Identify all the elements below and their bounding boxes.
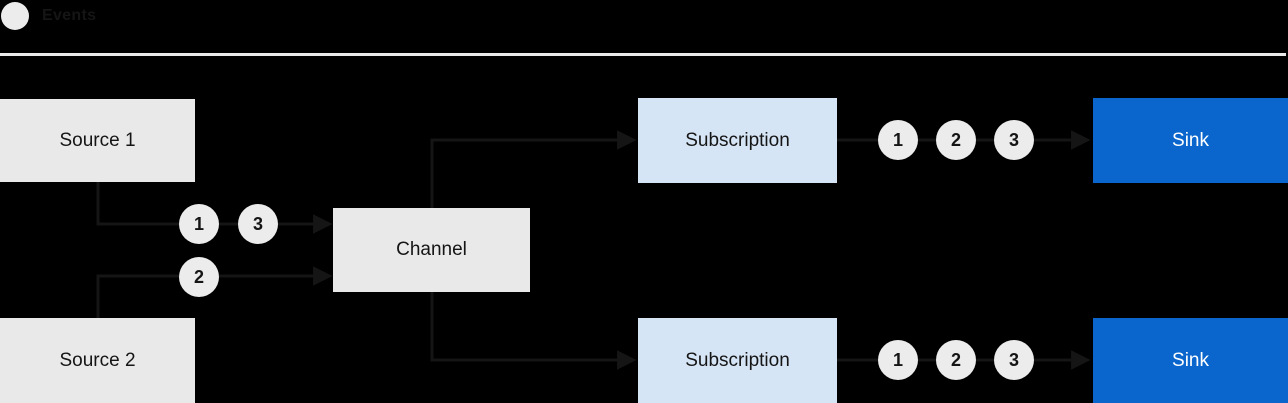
- event-badge: 3: [238, 204, 278, 244]
- node-sink1: Sink: [1093, 98, 1288, 183]
- event-badge: 3: [994, 340, 1034, 380]
- node-source2: Source 2: [0, 318, 195, 403]
- node-channel: Channel: [333, 208, 530, 292]
- node-sink2: Sink: [1093, 318, 1288, 403]
- node-subscription2: Subscription: [638, 318, 837, 403]
- legend-label: Events: [42, 7, 97, 24]
- event-badge: 1: [878, 340, 918, 380]
- legend-divider: [0, 53, 1286, 56]
- event-badge: 2: [179, 257, 219, 297]
- arrow-channel-to-subscription2: [430, 292, 637, 370]
- event-badge: 2: [936, 120, 976, 160]
- arrow-source2-to-channel: [96, 266, 333, 318]
- event-badge: 1: [179, 204, 219, 244]
- event-badge: 3: [994, 120, 1034, 160]
- event-circle-icon: [1, 2, 29, 30]
- arrow-channel-to-subscription1: [430, 130, 637, 208]
- node-source1: Source 1: [0, 99, 195, 182]
- event-badge: 2: [936, 340, 976, 380]
- node-subscription1: Subscription: [638, 98, 837, 183]
- event-badge: 1: [878, 120, 918, 160]
